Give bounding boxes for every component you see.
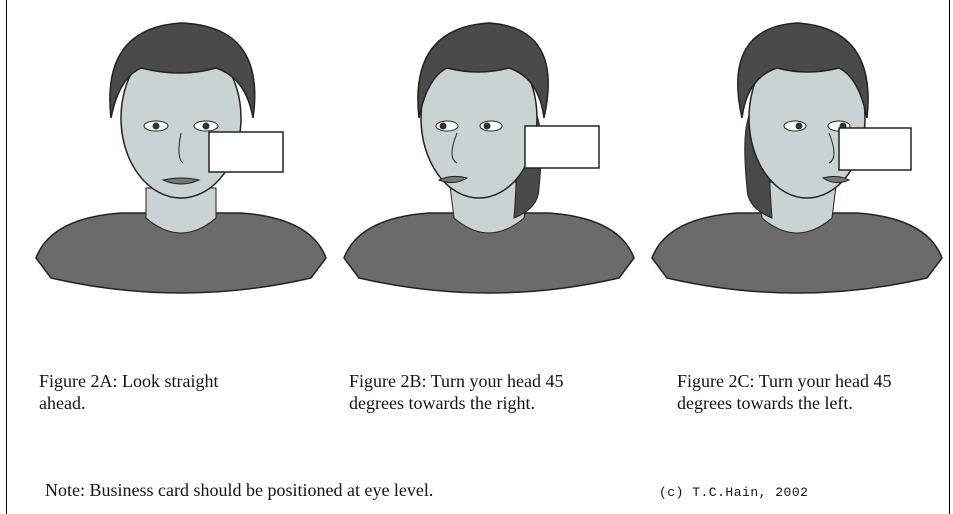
head-front-svg	[31, 8, 331, 308]
figure-2b-illustration	[339, 8, 639, 308]
business-card	[839, 128, 911, 170]
caption-figure-2c: Figure 2C: Turn your head 45 degrees tow…	[677, 370, 902, 414]
business-card	[209, 132, 283, 172]
head-left-svg	[647, 8, 947, 308]
right-pupil	[484, 123, 491, 130]
right-eye	[480, 121, 502, 131]
left-pupil	[440, 123, 447, 130]
figure-2c-illustration	[647, 8, 947, 308]
left-eye	[784, 121, 806, 131]
left-pupil	[153, 123, 160, 130]
caption-figure-2b: Figure 2B: Turn your head 45 degrees tow…	[349, 370, 569, 414]
figure-panel: Figure 2A: Look straight ahead. Figure 2…	[6, 0, 950, 514]
caption-figure-2a: Figure 2A: Look straight ahead.	[39, 370, 239, 414]
left-pupil	[796, 123, 803, 130]
left-eye	[436, 121, 458, 131]
copyright-text: (c) T.C.Hain, 2002	[659, 485, 808, 500]
business-card	[525, 126, 599, 168]
head-right-svg	[339, 8, 639, 308]
figure-2a-illustration	[31, 8, 331, 308]
note-text: Note: Business card should be positioned…	[45, 480, 433, 501]
right-pupil	[203, 123, 210, 130]
